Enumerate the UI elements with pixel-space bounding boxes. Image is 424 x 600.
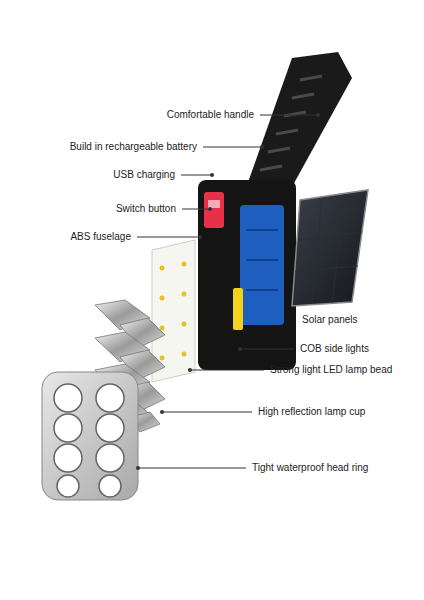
switch-mark: [208, 200, 220, 208]
switch-button: [204, 192, 224, 228]
battery-cells: [246, 230, 278, 290]
solar-panel: [292, 190, 368, 306]
callout-label: USB charging: [113, 169, 175, 181]
handle-ribs: [260, 76, 322, 170]
cob-light: [233, 288, 243, 330]
led-beads: [160, 262, 187, 361]
callout-label: Tight waterproof head ring: [252, 462, 368, 474]
callout-label: COB side lights: [300, 343, 369, 355]
ring-holes: [54, 384, 124, 497]
callout-label: Build in rechargeable battery: [70, 141, 197, 153]
battery: [240, 205, 284, 325]
callout-label: Strong light LED lamp bead: [270, 364, 392, 376]
callout-label: Comfortable handle: [167, 109, 254, 121]
callout-label: ABS fuselage: [70, 231, 131, 243]
callout-label: Solar panels: [302, 314, 358, 326]
callout-label: Switch button: [116, 203, 176, 215]
body-housing: [198, 180, 296, 370]
head-ring: [42, 372, 138, 500]
solar-grid: [295, 194, 362, 304]
callout-label: High reflection lamp cup: [258, 406, 365, 418]
